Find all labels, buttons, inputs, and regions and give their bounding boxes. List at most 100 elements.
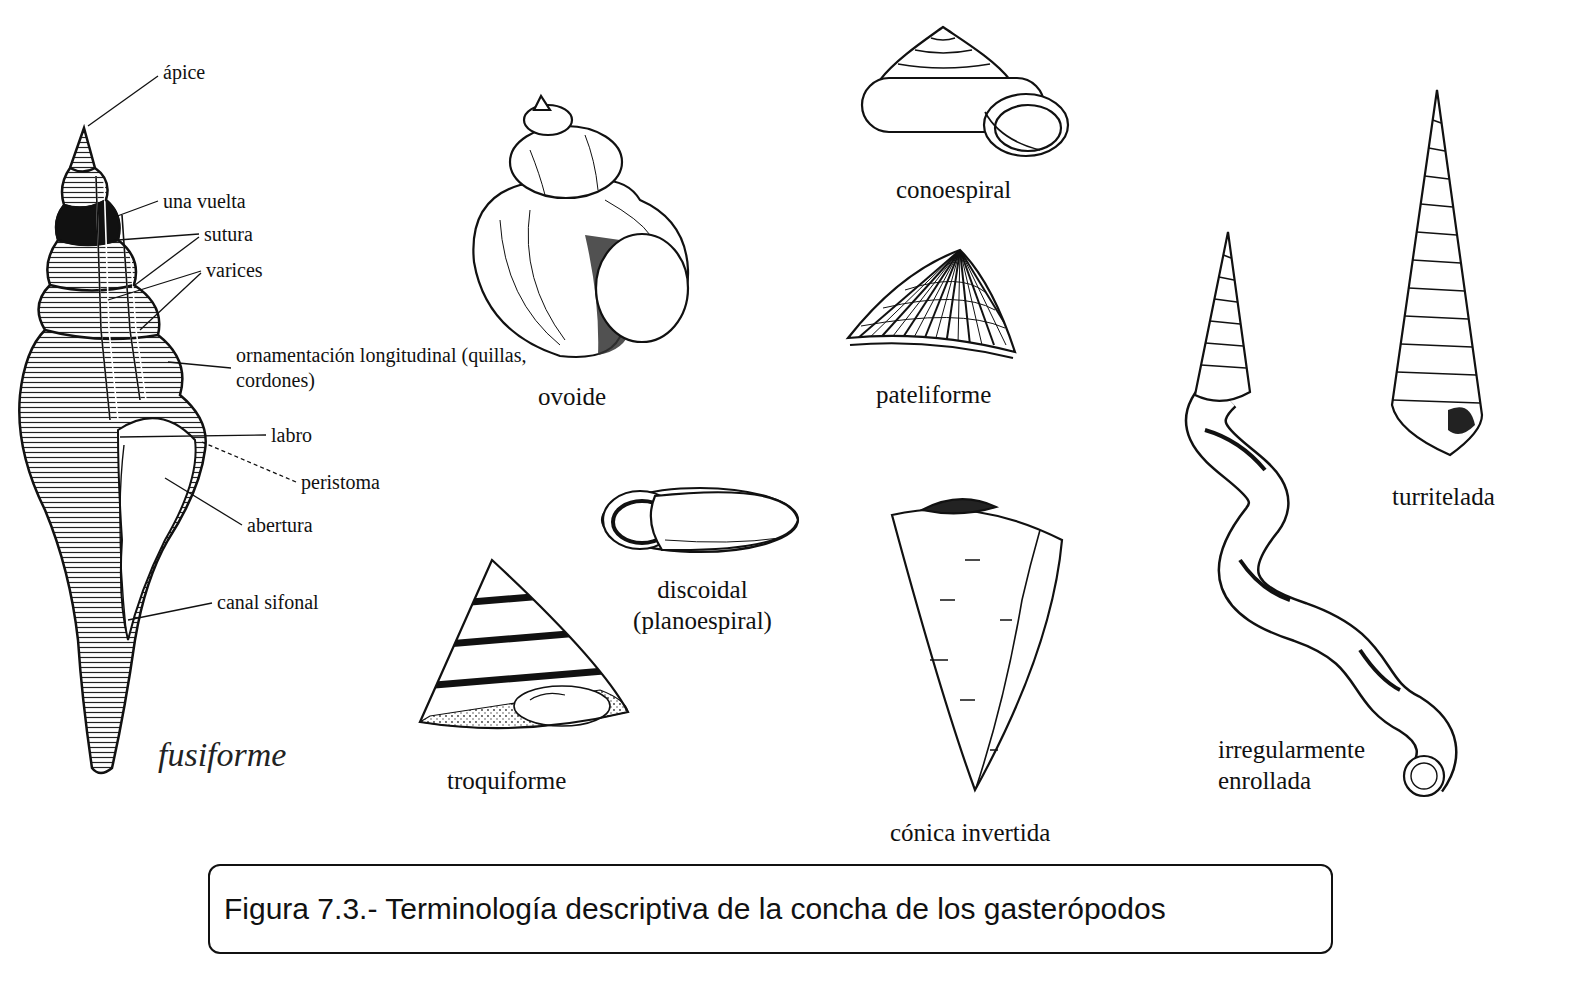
irregular-shell-part xyxy=(1206,392,1437,780)
figure-caption: Figura 7.3.- Terminología descriptiva de… xyxy=(210,892,1166,926)
ovoid-shell-part xyxy=(510,126,622,198)
shape-name: troquiforme xyxy=(447,766,566,796)
conispiral-shell-part xyxy=(984,94,1068,156)
growth-line xyxy=(905,281,985,292)
suture-line xyxy=(1429,148,1445,151)
shape-name: turritelada xyxy=(1392,482,1495,512)
inverted-cone-shell-part xyxy=(922,499,996,513)
irregular-shell-part xyxy=(1201,255,1246,368)
patelliform-shell xyxy=(848,250,1018,358)
fusiform-shell-part xyxy=(120,445,126,630)
part-label: sutura xyxy=(204,222,253,246)
radial-rib xyxy=(886,250,960,345)
leader-lines-part xyxy=(168,362,231,368)
spiral-band xyxy=(400,588,640,608)
leader-lines-part xyxy=(120,435,266,437)
suture-line xyxy=(1433,120,1441,123)
trochiform-shell-part xyxy=(400,588,640,688)
suture-line xyxy=(1401,344,1472,347)
irregular-shell-part xyxy=(1206,392,1437,780)
leader-lines-part xyxy=(112,201,158,218)
patelliform-shell-part xyxy=(848,250,1015,352)
conispiral-shell-part xyxy=(985,112,1040,150)
part-label: labro xyxy=(271,423,312,447)
discoidal-shell-part xyxy=(602,488,798,552)
conispiral-shell-part xyxy=(898,38,990,68)
ovoid-shell-part xyxy=(473,180,688,357)
radial-rib xyxy=(958,250,960,345)
part-label: ápice xyxy=(163,60,205,84)
growth-line xyxy=(861,317,1005,328)
suture-line xyxy=(1413,260,1461,263)
leader-lines-part xyxy=(88,76,158,126)
leader-lines-part xyxy=(202,442,296,482)
suture-line xyxy=(1210,321,1240,324)
irregular-shell-part xyxy=(1411,763,1437,789)
part-label: ornamentación longitudinal (quillas, cor… xyxy=(236,343,536,393)
inverted-cone-shell-part xyxy=(976,530,1040,788)
leader-lines-part xyxy=(118,234,199,240)
irregular-shell-part xyxy=(1404,756,1444,796)
suture-line xyxy=(1219,277,1234,280)
conispiral-shell-part xyxy=(995,105,1061,151)
turritelliform-shell-part xyxy=(1392,90,1482,455)
suture-line xyxy=(1393,400,1480,403)
conispiral-shell-part xyxy=(880,27,1010,80)
suture-line xyxy=(1201,365,1246,368)
part-label: abertura xyxy=(247,513,313,537)
part-label: varices xyxy=(206,258,263,282)
inverted-cone-shell-part xyxy=(930,560,1012,750)
irregular-shell xyxy=(1195,232,1444,796)
ovoid-shell-part xyxy=(534,96,550,110)
suture-line xyxy=(1214,299,1237,302)
discoidal-shell-part xyxy=(665,538,780,542)
ovoid-shell-part xyxy=(596,234,688,342)
part-label: canal sifonal xyxy=(217,590,319,614)
trochiform-shell xyxy=(400,560,640,728)
growth-line xyxy=(883,299,995,310)
turritelliform-shell xyxy=(1392,90,1482,455)
radial-rib xyxy=(862,250,960,345)
leader-lines-part xyxy=(135,237,199,285)
fusiform-shell-part xyxy=(96,176,140,420)
suture-line xyxy=(1206,343,1243,346)
conispiral-shell xyxy=(862,27,1068,156)
suture-line xyxy=(1421,204,1453,207)
leader-lines-part xyxy=(128,603,212,620)
trochiform-shell-part xyxy=(420,560,628,728)
irregular-shell-part xyxy=(1195,232,1250,401)
discoidal-shell-part xyxy=(651,492,798,550)
suture-line xyxy=(1409,288,1465,291)
suture-line xyxy=(1425,176,1449,179)
ovoid-shell xyxy=(473,96,688,357)
discoidal-shell xyxy=(602,488,798,552)
fusiform-shell-part xyxy=(0,120,230,780)
shape-name: pateliforme xyxy=(876,380,991,410)
leader-lines-part xyxy=(140,273,201,330)
radial-rib xyxy=(910,250,960,345)
suture-line xyxy=(1397,372,1476,375)
inverted-cone-shell-part xyxy=(892,509,1062,790)
part-label: peristoma xyxy=(301,470,380,494)
leader-lines-part xyxy=(165,478,242,525)
part-label: una vuelta xyxy=(163,189,246,213)
radial-rib xyxy=(960,250,1006,345)
fusiform-shell xyxy=(0,120,230,780)
inverted-cone-shell xyxy=(892,499,1062,790)
radial-rib xyxy=(934,250,960,345)
radial-rib xyxy=(874,250,960,345)
fusiform-shell-part xyxy=(118,418,196,640)
radial-rib xyxy=(946,250,960,345)
irregular-shell-part xyxy=(1205,430,1400,690)
fusiform-shell-part xyxy=(19,128,205,773)
shape-name: conoespiral xyxy=(896,175,1011,205)
caption-box: Figura 7.3.- Terminología descriptiva de… xyxy=(208,864,1333,954)
trochiform-shell-part xyxy=(530,693,565,700)
patelliform-shell-part xyxy=(850,343,1013,358)
ovoid-shell-part xyxy=(530,135,598,195)
shape-name: discoidal (planoespiral) xyxy=(605,574,800,637)
shape-name: cónica invertida xyxy=(890,818,1050,848)
suture-line xyxy=(1405,316,1469,319)
handwritten-note: fusiforme xyxy=(158,735,286,776)
shape-name: ovoide xyxy=(538,382,606,412)
